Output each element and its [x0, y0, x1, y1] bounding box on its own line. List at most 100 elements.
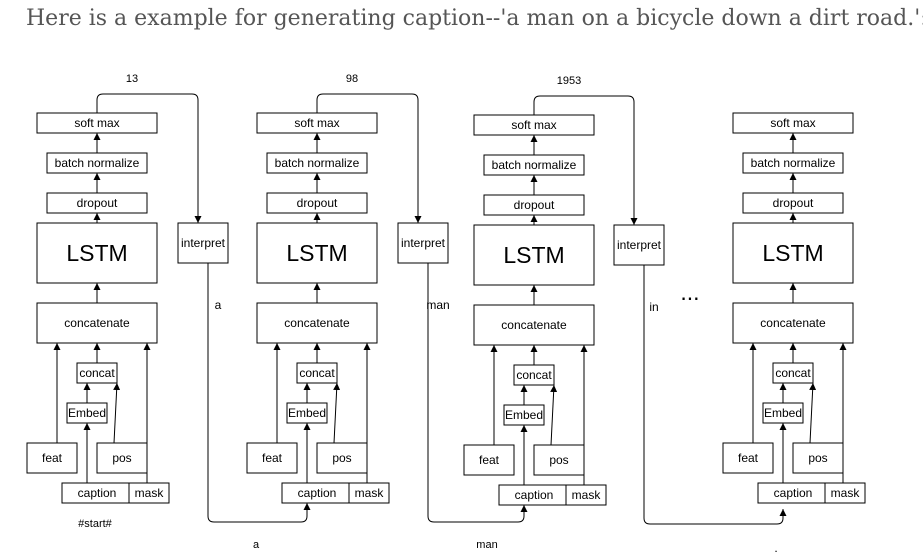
embed-box: Embed [66, 402, 108, 424]
interpret-box-label: interpret [181, 236, 226, 250]
batch-normalize-box: batch normalize [483, 154, 585, 176]
feat-box-label: feat [479, 453, 500, 467]
embed-box-label: Embed [764, 406, 802, 420]
arrow-interpret-to-next-caption [427, 263, 528, 523]
arrow-pos-to-concat [550, 384, 558, 446]
pos-box: pos [96, 442, 148, 474]
arrow-interpret-to-next-caption [643, 265, 787, 525]
feat-box-label: feat [42, 451, 63, 465]
soft-max-box-label: soft max [294, 116, 339, 130]
interpreted-word: man [426, 298, 449, 312]
arrow-softmax-to-interpret [316, 93, 422, 223]
lstm-box-label: LSTM [66, 240, 127, 266]
soft-max-box: soft max [732, 112, 854, 134]
caption-input-word: a [253, 539, 260, 551]
mask-box: mask [348, 482, 390, 504]
lstm-box: LSTM [256, 222, 378, 284]
dropout-box-label: dropout [77, 196, 118, 210]
embed-box: Embed [503, 404, 545, 426]
concat-box: concat [76, 362, 118, 384]
arrow-interpret-to-next-caption [207, 263, 311, 523]
lstm-box: LSTM [36, 222, 158, 284]
soft-max-box: soft max [473, 114, 595, 136]
output-word-id: 1953 [557, 75, 581, 87]
interpret-box: interpret [177, 222, 229, 264]
embed-box: Embed [286, 402, 328, 424]
dropout-box: dropout [46, 192, 148, 214]
caption-input-word: #start# [78, 518, 113, 530]
dropout-box-label: dropout [514, 198, 555, 212]
caption-box: caption [281, 482, 353, 504]
embed-box-label: Embed [288, 406, 326, 420]
ellipsis: ... [680, 279, 699, 305]
batch-normalize-box: batch normalize [742, 152, 844, 174]
concatenate-box-label: concatenate [760, 316, 826, 330]
concatenate-box-label: concatenate [64, 316, 130, 330]
pos-box: pos [316, 442, 368, 474]
mask-box: mask [565, 484, 607, 506]
feat-box: feat [246, 442, 298, 474]
mask-box: mask [824, 482, 866, 504]
lstm-box: LSTM [732, 222, 854, 284]
page-heading: Here is a example for generating caption… [26, 6, 923, 31]
pos-box: pos [792, 442, 844, 474]
interpret-box-label: interpret [401, 236, 446, 250]
mask-box-label: mask [572, 488, 602, 502]
concat-box: concat [513, 364, 555, 386]
mask-box-label: mask [355, 486, 385, 500]
dropout-box: dropout [742, 192, 844, 214]
batch-normalize-box: batch normalize [46, 152, 148, 174]
soft-max-box-label: soft max [511, 118, 556, 132]
caption-box: caption [498, 484, 570, 506]
feat-box-label: feat [738, 451, 759, 465]
caption-box: caption [757, 482, 829, 504]
batch-normalize-box-label: batch normalize [751, 156, 836, 170]
pos-box-label: pos [549, 453, 568, 467]
caption-input-word: man [476, 539, 497, 551]
caption-box-label: caption [298, 486, 337, 500]
concat-box-label: concat [516, 368, 552, 382]
lstm-box: LSTM [473, 224, 595, 286]
arrow-softmax-to-interpret [533, 95, 638, 225]
interpret-box: interpret [613, 224, 665, 266]
soft-max-box-label: soft max [770, 116, 815, 130]
interpreted-word: in [649, 300, 658, 314]
concat-box-label: concat [299, 366, 335, 380]
arrow-pos-to-concat [333, 382, 341, 444]
dropout-box: dropout [266, 192, 368, 214]
feat-box: feat [722, 442, 774, 474]
interpret-box: interpret [397, 222, 449, 264]
concat-box: concat [296, 362, 338, 384]
interpret-box-label: interpret [617, 238, 662, 252]
concatenate-box: concatenate [256, 302, 378, 344]
output-word-id: 13 [126, 73, 138, 85]
caption-box-label: caption [515, 488, 554, 502]
soft-max-box: soft max [256, 112, 378, 134]
mask-box: mask [128, 482, 170, 504]
feat-box: feat [26, 442, 78, 474]
arrow-softmax-to-interpret [96, 93, 202, 223]
pos-box-label: pos [112, 451, 131, 465]
mask-box-label: mask [831, 486, 861, 500]
caption-box-label: caption [774, 486, 813, 500]
caption-box-label: caption [78, 486, 117, 500]
arrow-pos-to-concat [113, 382, 121, 444]
embed-box-label: Embed [68, 406, 106, 420]
concatenate-box: concatenate [36, 302, 158, 344]
feat-box-label: feat [262, 451, 283, 465]
batch-normalize-box-label: batch normalize [275, 156, 360, 170]
concatenate-box: concatenate [732, 302, 854, 344]
pos-box: pos [533, 444, 585, 476]
soft-max-box: soft max [36, 112, 158, 134]
dropout-box-label: dropout [773, 196, 814, 210]
concatenate-box: concatenate [473, 304, 595, 346]
trailing-dot: . [774, 541, 777, 555]
lstm-box-label: LSTM [286, 240, 347, 266]
batch-normalize-box-label: batch normalize [55, 156, 140, 170]
caption-box: caption [61, 482, 133, 504]
